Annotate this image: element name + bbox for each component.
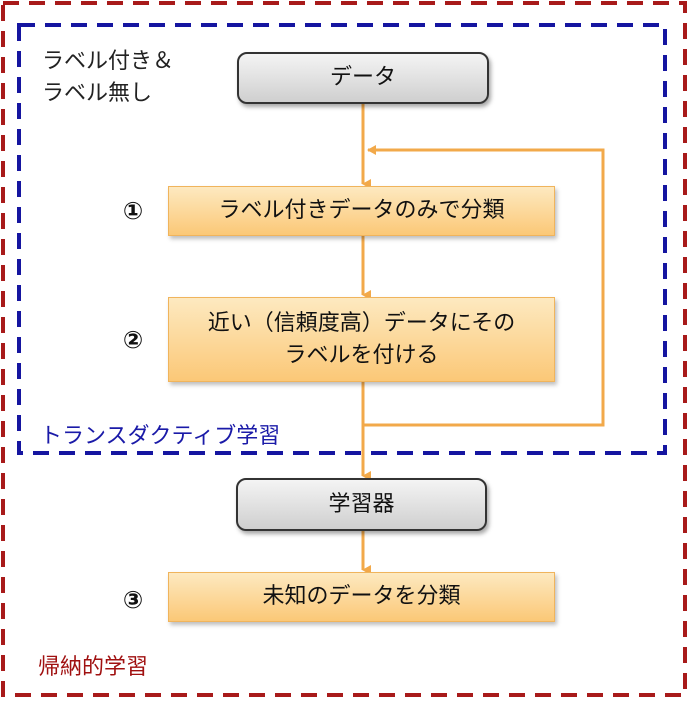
step2-label-line2: ラベルを付ける xyxy=(284,342,439,368)
data-node: データ xyxy=(237,52,489,104)
step1-label: ラベル付きデータのみで分類 xyxy=(218,198,505,224)
data-node-label: データ xyxy=(329,65,396,91)
learner-node: 学習器 xyxy=(236,478,487,531)
transductive-region-border xyxy=(17,23,667,455)
inductive-label: 帰納的学習 xyxy=(38,655,149,680)
transductive-label: トランスダクティブ学習 xyxy=(40,424,281,449)
step3-node: 未知のデータを分類 xyxy=(168,572,555,622)
step-number-3: ③ xyxy=(122,586,144,614)
step2-label-line1: 近い（信頼度高）データにその xyxy=(207,310,516,336)
learner-label: 学習器 xyxy=(328,491,395,517)
input-label-line1: ラベル付き＆ xyxy=(42,49,175,74)
loop-back-line xyxy=(363,145,605,427)
step3-label: 未知のデータを分類 xyxy=(262,584,461,610)
step1-node: ラベル付きデータのみで分類 xyxy=(168,186,555,236)
input-label: ラベル付き＆ ラベル無し xyxy=(42,46,174,110)
step-number-1: ① xyxy=(122,197,144,225)
input-label-line2: ラベル無し xyxy=(42,81,153,106)
step2-node: 近い（信頼度高）データにその ラベルを付ける xyxy=(168,297,555,382)
step-number-2: ② xyxy=(122,326,144,354)
